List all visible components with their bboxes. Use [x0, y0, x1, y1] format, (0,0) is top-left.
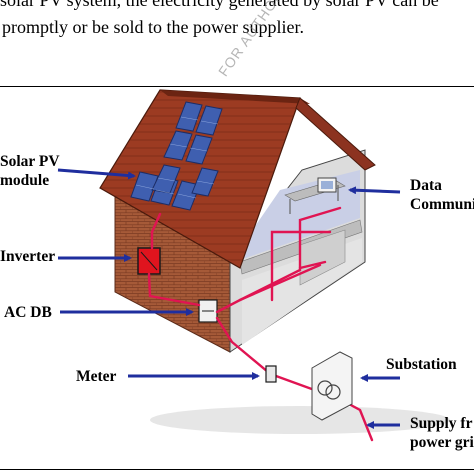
data-label-line-2: Communi: [410, 196, 474, 213]
solar-pv-module: [130, 101, 223, 211]
acdb-label: AC DB: [4, 304, 52, 321]
roof-ridge: [160, 90, 310, 104]
meter-box: [265, 365, 277, 383]
figure-frame: [0, 86, 474, 470]
solar-pv-label: Solar PV module: [0, 152, 60, 190]
partition: [299, 229, 346, 286]
meter-label: Meter: [76, 368, 117, 385]
supply-label-line-1: Supply fr: [410, 415, 473, 432]
intro-line-1: solar PV system, the electricity generat…: [0, 0, 439, 10]
solar-pv-label-line-2: module: [0, 172, 50, 189]
substation-label: Substation: [386, 356, 457, 373]
data-communication-label: Data Communi: [410, 176, 474, 214]
intro-line-2: promptly or be sold to the power supplie…: [2, 17, 304, 37]
solar-pv-label-line-1: Solar PV: [0, 153, 60, 170]
supply-label-line-2: power gri: [410, 434, 474, 451]
data-label-line-1: Data: [410, 177, 442, 194]
inverter-label: Inverter: [0, 248, 56, 265]
supply-label: Supply fr power gri: [410, 414, 474, 452]
label-arrows: [57, 168, 401, 429]
ground-shadow: [150, 406, 450, 434]
roof-edge: [295, 97, 376, 171]
intro-text: solar PV system, the electricity generat…: [0, 0, 474, 42]
